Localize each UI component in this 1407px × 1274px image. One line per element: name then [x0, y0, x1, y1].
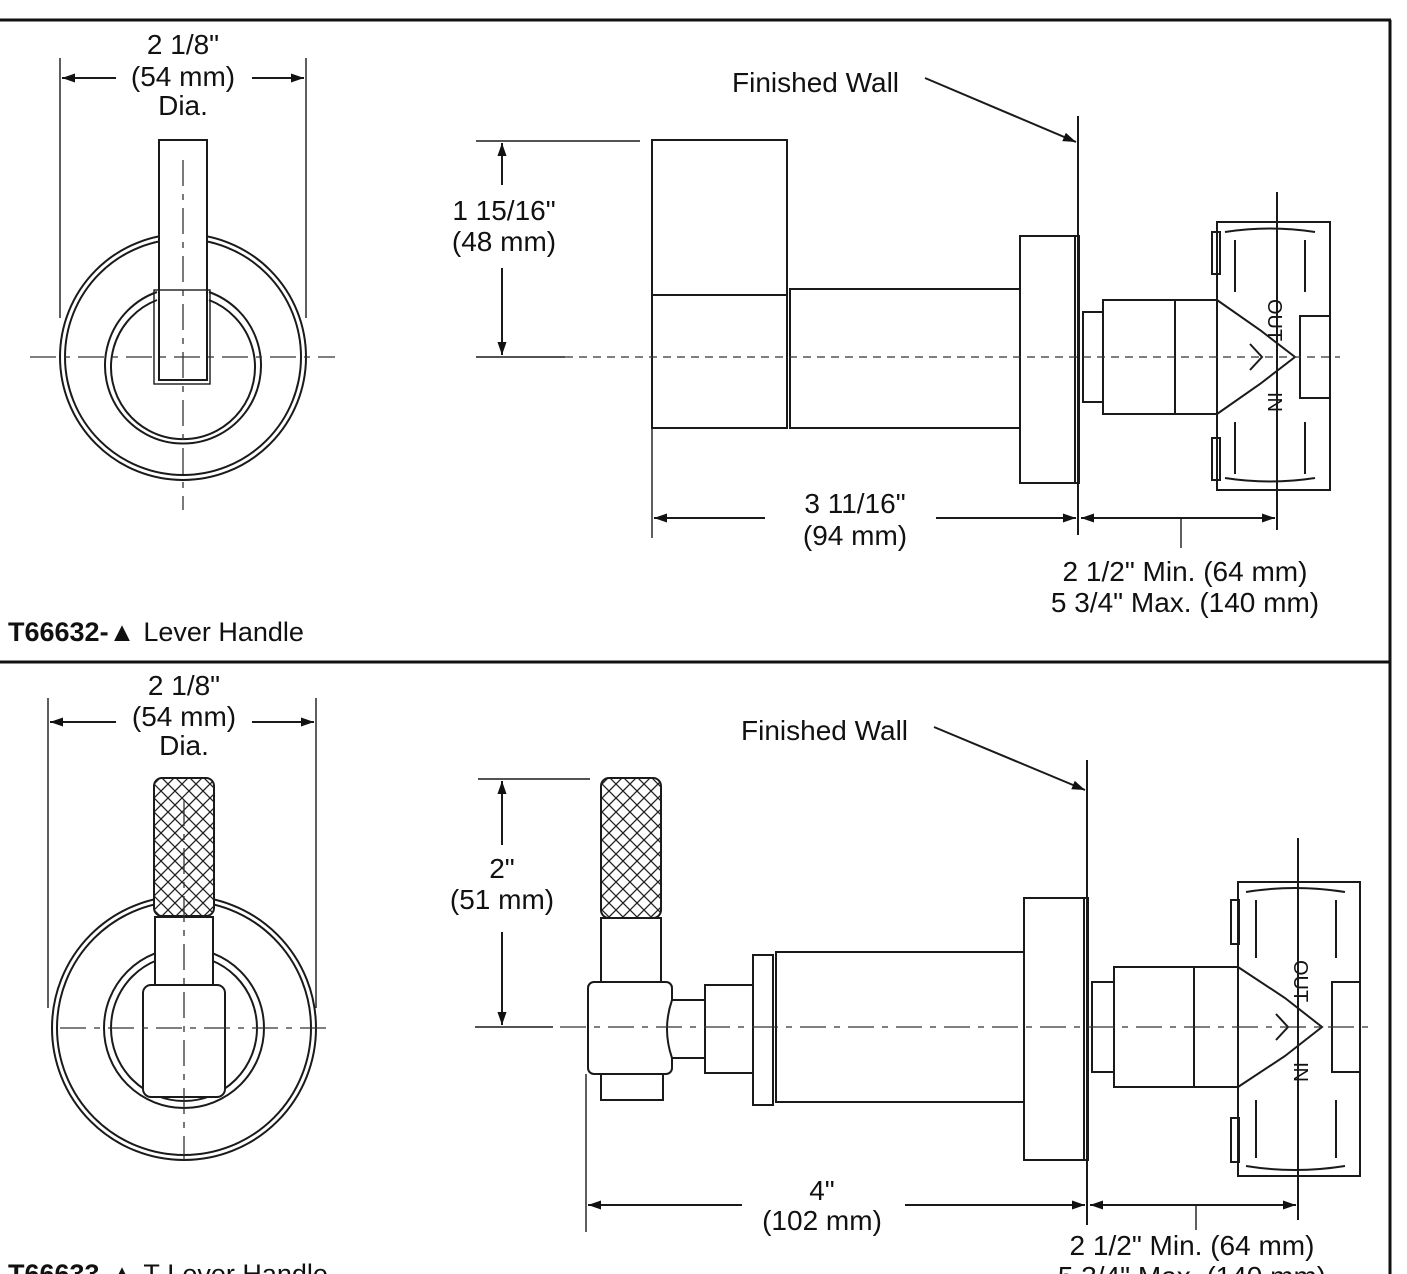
port-out-label: OUT	[1263, 299, 1285, 341]
front-view-t-lever: 2 1/8" (54 mm) Dia.	[47, 670, 330, 1161]
height-metric: (48 mm)	[452, 226, 556, 257]
knurled-grip-side	[600, 777, 662, 919]
valve-min: 2 1/2" Min. (64 mm)	[1063, 556, 1308, 587]
valve-max: 5 3/4" Max. (140 mm)	[1051, 587, 1319, 618]
depth-fraction: 3 11/16"	[804, 488, 905, 519]
port-in-label-2: IN	[1289, 1062, 1311, 1082]
escutcheon-side	[1019, 235, 1076, 484]
depth-metric: (94 mm)	[803, 520, 907, 551]
panel-frame	[0, 18, 1392, 1274]
model-number-2: T66633-	[8, 1259, 109, 1274]
bonnet-nut	[704, 984, 754, 1074]
height-metric-2: (51 mm)	[450, 884, 554, 915]
escutcheon-side-2	[1023, 897, 1085, 1161]
handle-type-2: T-Lever Handle	[143, 1259, 328, 1274]
handle-sleeve	[789, 288, 1021, 429]
depth-metric-2: (102 mm)	[762, 1205, 882, 1236]
valve-min-2: 2 1/2" Min. (64 mm)	[1070, 1230, 1315, 1261]
caption-t-lever: T66633-▲ T-Lever Handle	[8, 1259, 328, 1274]
depth-fraction-2: 4"	[809, 1175, 835, 1206]
model-number: T66632-	[8, 617, 109, 647]
lever-handle-side	[651, 139, 788, 296]
knurled-grip-front	[153, 777, 215, 917]
caption-lever: T66632-▲Lever Handle	[8, 617, 304, 647]
front-dim-label-2: Dia.	[159, 730, 209, 761]
panel-t-lever-handle: 2 1/8" (54 mm) Dia. Finished Wall 2" (5	[8, 670, 1370, 1274]
handle-type: Lever Handle	[143, 617, 304, 647]
height-fraction: 1 15/16"	[452, 195, 555, 226]
front-dim-fraction: 2 1/8"	[147, 29, 219, 60]
front-dim-label: Dia.	[158, 90, 208, 121]
height-fraction-2: 2"	[489, 853, 515, 884]
port-out-label-2: OUT	[1289, 960, 1311, 1002]
front-dim-metric-2: (54 mm)	[132, 701, 236, 732]
port-in-label: IN	[1263, 392, 1285, 412]
valve-body	[1216, 221, 1331, 491]
finished-wall-label-2: Finished Wall	[741, 715, 908, 746]
side-view-lever: Finished Wall 1 15/16" (48 mm)	[452, 67, 1340, 618]
triangle-icon: ▲	[109, 617, 136, 647]
front-dim-metric: (54 mm)	[131, 61, 235, 92]
side-view-t-lever: Finished Wall 2" (51 mm)	[450, 715, 1370, 1274]
front-dim-fraction-2: 2 1/8"	[148, 670, 220, 701]
panel-lever-handle: 2 1/8" (54 mm) Dia. Finished Wall 1 15/1…	[8, 29, 1340, 647]
finished-wall-label: Finished Wall	[732, 67, 899, 98]
t-lever-body	[587, 981, 673, 1075]
valve-max-2: 5 3/4" Max. (140 mm)	[1058, 1261, 1326, 1274]
triangle-icon-2: ▲	[109, 1259, 136, 1274]
front-view-lever: 2 1/8" (54 mm) Dia.	[30, 29, 335, 510]
